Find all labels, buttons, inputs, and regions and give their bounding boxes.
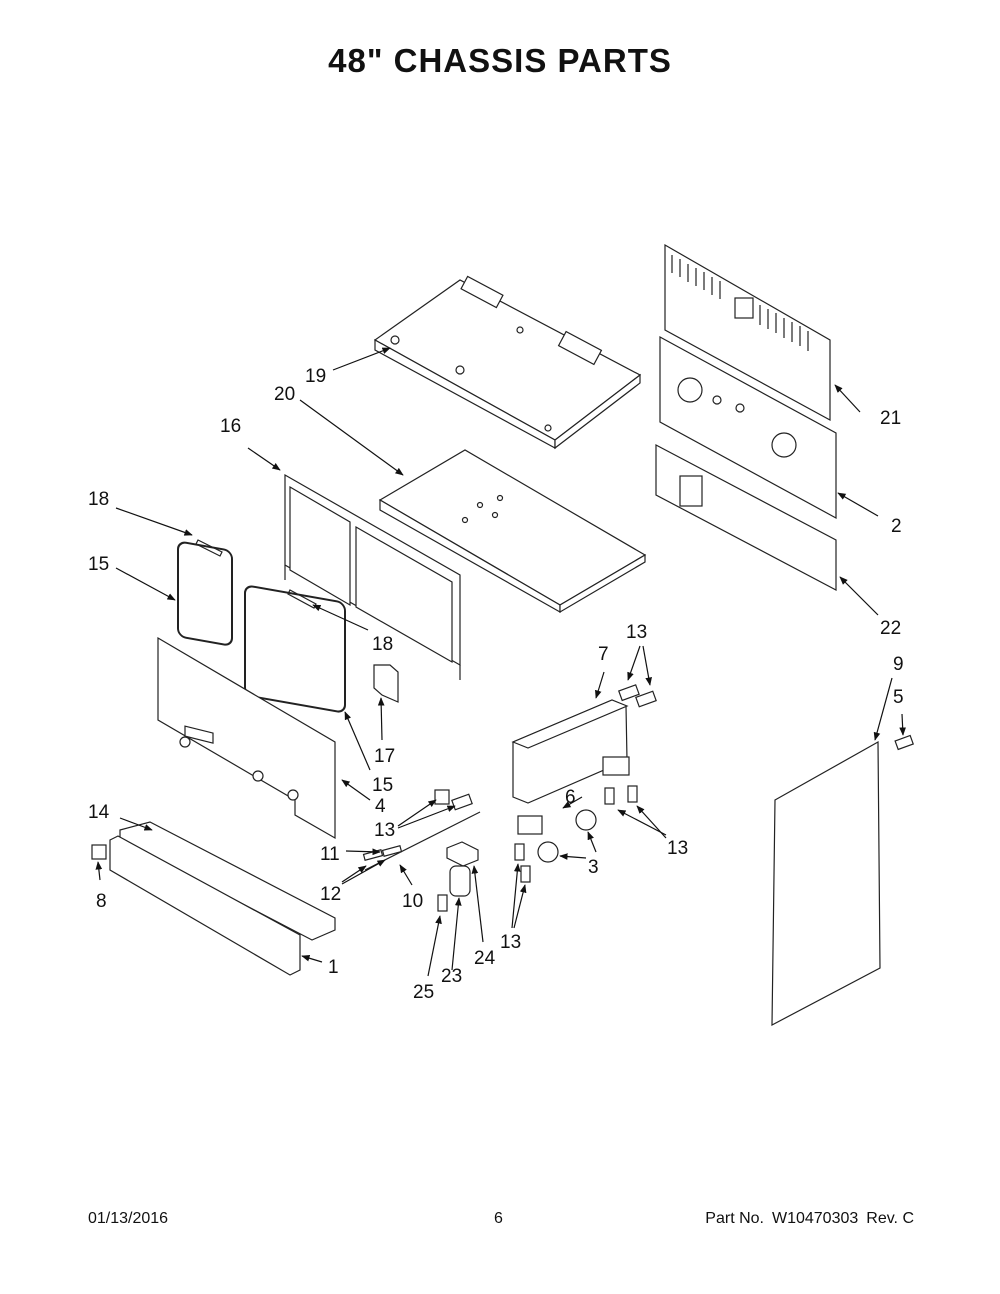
callout-19: 19 bbox=[305, 366, 326, 387]
callout-18-upper: 18 bbox=[88, 489, 109, 510]
part-leg bbox=[446, 841, 479, 897]
callout-2: 2 bbox=[891, 516, 902, 537]
callout-25: 25 bbox=[413, 982, 434, 1003]
part-top-cover bbox=[373, 275, 642, 450]
part-back-panel bbox=[157, 636, 336, 840]
callout-6: 6 bbox=[565, 787, 576, 808]
callout-23: 23 bbox=[441, 966, 462, 987]
callout-3: 3 bbox=[588, 857, 599, 878]
part-oven-frame bbox=[284, 473, 461, 680]
part-bracket bbox=[373, 664, 399, 703]
callout-13-top: 13 bbox=[626, 622, 647, 643]
part-control-box bbox=[511, 699, 630, 835]
part-gasket bbox=[177, 541, 346, 713]
callout-11: 11 bbox=[320, 844, 340, 865]
callout-22: 22 bbox=[880, 618, 901, 639]
callout-24: 24 bbox=[474, 948, 496, 969]
footer-date: 01/13/2016 bbox=[88, 1210, 169, 1227]
callout-5: 5 bbox=[893, 687, 904, 708]
part-kick-panel bbox=[109, 835, 301, 976]
callout-8: 8 bbox=[96, 891, 107, 912]
footer-page-number: 6 bbox=[494, 1210, 503, 1227]
callout-15-lower: 15 bbox=[372, 775, 393, 796]
callout-9: 9 bbox=[893, 654, 904, 675]
part-label: Part No. bbox=[705, 1210, 764, 1227]
part-rear-upper-panel bbox=[664, 243, 831, 422]
part-leveler bbox=[537, 809, 597, 863]
callout-17: 17 bbox=[374, 746, 395, 767]
callout-13-bottom: 13 bbox=[500, 932, 521, 953]
part-rear-lower-panel bbox=[655, 444, 837, 591]
part-number: W10470303 bbox=[771, 1210, 859, 1227]
callout-labels: 1 2 3 4 5 6 7 8 9 10 11 12 13 13 13 13 1… bbox=[88, 366, 904, 1003]
callout-15-upper: 15 bbox=[88, 554, 109, 575]
callout-4: 4 bbox=[375, 796, 386, 817]
part-rear-middle-panel bbox=[659, 335, 837, 520]
callout-13-left: 13 bbox=[374, 820, 395, 841]
callout-20: 20 bbox=[274, 384, 295, 405]
callout-1: 1 bbox=[328, 957, 339, 978]
callout-18-lower: 18 bbox=[372, 634, 393, 655]
revision: Rev. C bbox=[866, 1210, 914, 1227]
part-side-panel bbox=[771, 740, 881, 1027]
footer-part-number: Part No. W10470303 Rev. C bbox=[705, 1210, 914, 1228]
callout-14: 14 bbox=[88, 802, 110, 823]
callout-10: 10 bbox=[402, 891, 423, 912]
callout-7: 7 bbox=[598, 644, 609, 665]
page-title: 48" CHASSIS PARTS bbox=[328, 42, 672, 79]
callout-13-right: 13 bbox=[667, 838, 688, 859]
part-screws bbox=[91, 684, 914, 912]
callout-16: 16 bbox=[220, 416, 241, 437]
part-bottom-tray bbox=[378, 449, 647, 614]
callout-21: 21 bbox=[880, 408, 901, 429]
callout-12: 12 bbox=[320, 884, 341, 905]
